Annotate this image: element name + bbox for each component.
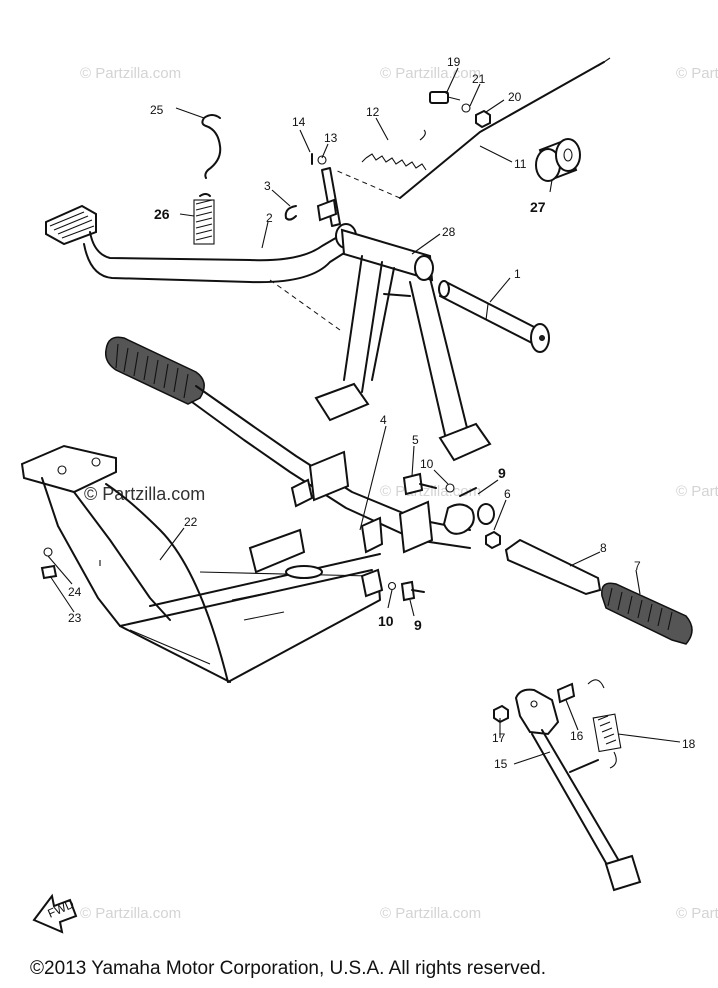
callout-11: 11 xyxy=(514,157,527,171)
part-11-brake-rod xyxy=(334,57,611,199)
part-7-right-grip xyxy=(601,582,693,645)
part-22-carrier-frame xyxy=(20,444,384,683)
part-8-footrest-bracket xyxy=(504,538,602,596)
part-25-hook xyxy=(201,114,222,179)
part-27-cushion xyxy=(535,138,581,182)
watermark: © Partzilla.com xyxy=(676,65,718,82)
callout-21: 21 xyxy=(472,72,486,86)
callout-6: 6 xyxy=(504,487,511,501)
callout-15: 15 xyxy=(494,757,508,771)
parts-16-17-18 xyxy=(493,679,622,769)
parts-19-20-21-fasteners xyxy=(429,91,491,129)
callout-22: 22 xyxy=(184,515,198,529)
callout-8: 8 xyxy=(600,541,607,555)
callout-10-top: 10 xyxy=(420,457,434,471)
footrest-bar xyxy=(104,336,495,554)
watermark: © Partzilla.com xyxy=(676,905,718,922)
callout-16: 16 xyxy=(570,729,584,743)
brake-arm-linkage xyxy=(316,167,341,227)
callout-2: 2 xyxy=(266,211,273,225)
callout-23: 23 xyxy=(68,611,82,625)
callout-26: 26 xyxy=(154,206,170,222)
leader-lines xyxy=(47,67,681,765)
callout-9-top: 9 xyxy=(498,465,506,481)
copyright-notice: ©2013 Yamaha Motor Corporation, U.S.A. A… xyxy=(30,958,546,979)
callout-25: 25 xyxy=(150,103,164,117)
callout-19: 19 xyxy=(447,55,461,69)
callout-17: 17 xyxy=(492,731,506,745)
part-3-clip xyxy=(284,205,297,221)
watermark: © Partzilla.com xyxy=(676,483,718,500)
callout-14: 14 xyxy=(292,115,306,129)
callouts: 19 21 20 12 14 13 25 11 27 3 26 2 28 1 4… xyxy=(68,55,696,771)
callout-28: 28 xyxy=(442,225,456,239)
parts-5-9-10-bolts xyxy=(387,472,501,602)
part-15-side-stand xyxy=(514,688,642,892)
callout-24: 24 xyxy=(68,585,82,599)
callout-12: 12 xyxy=(366,105,380,119)
watermark: © Partzilla.com xyxy=(380,65,481,82)
callout-27: 27 xyxy=(530,199,546,215)
callout-9-bottom: 9 xyxy=(414,617,422,633)
callout-3: 3 xyxy=(264,179,271,193)
callout-7: 7 xyxy=(634,559,641,573)
part-12-spring xyxy=(361,129,427,171)
part-2-brake-pedal xyxy=(45,204,357,331)
watermark: © Partzilla.com xyxy=(380,483,481,500)
part-28-center-stand xyxy=(314,228,492,462)
callout-4: 4 xyxy=(380,413,387,427)
parts-13-14-pin-clip xyxy=(311,153,327,165)
callout-18: 18 xyxy=(682,737,696,751)
callout-13: 13 xyxy=(324,131,338,145)
fwd-arrow: FWD xyxy=(32,893,78,934)
part-26-spring xyxy=(193,193,215,245)
callout-10-bottom: 10 xyxy=(378,613,394,629)
watermark-center: © Partzilla.com xyxy=(84,484,205,504)
watermark: © Partzilla.com xyxy=(80,65,181,82)
callout-5: 5 xyxy=(412,433,419,447)
watermark: © Partzilla.com xyxy=(80,905,181,922)
callout-1: 1 xyxy=(514,267,521,281)
callout-20: 20 xyxy=(508,90,522,104)
watermarks: © Partzilla.com © Partzilla.com © Partzi… xyxy=(80,65,718,922)
watermark: © Partzilla.com xyxy=(380,905,481,922)
part-1-pivot-shaft xyxy=(438,280,550,353)
